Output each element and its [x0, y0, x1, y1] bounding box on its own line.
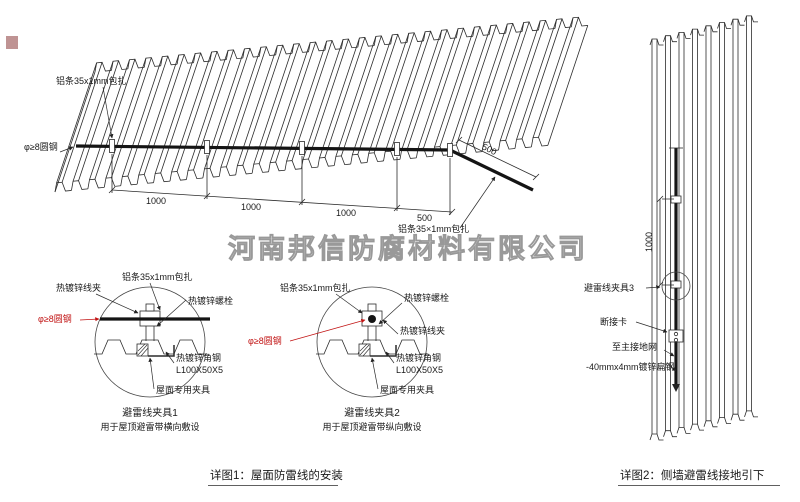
d2-roof-clamp-label: 屋面专用夹具 — [380, 384, 434, 395]
wall-clamps — [670, 195, 682, 289]
d1-roof-clamp-label: 屋面专用夹具 — [156, 384, 210, 395]
leader-line — [667, 363, 677, 372]
clamp3-detail-circle — [661, 271, 691, 301]
roof-slope-dim: 500 — [480, 142, 498, 158]
d2-strip-label: 铝条35x1mm包扎 — [280, 282, 351, 293]
wall-clamp3-label: 避雷线夹具3 — [584, 282, 634, 293]
d2-clip-label: 热镀锌线夹 — [400, 325, 445, 336]
d1-subtitle: 用于屋顶避雷带横向敷设 — [100, 421, 199, 432]
roof-round-steel-label: φ≥8圆钢 — [24, 141, 58, 152]
corner-stamp — [6, 36, 18, 49]
roof-dim-1: 1000 — [146, 196, 166, 206]
leader-line — [95, 293, 139, 314]
d2-bolt-label: 热镀锌螺栓 — [404, 292, 449, 303]
d2-subtitle: 用于屋顶避雷带纵向敷设 — [322, 421, 421, 432]
leader-line — [102, 86, 114, 139]
leader-line — [165, 351, 175, 364]
d1-title: 避雷线夹具1 — [122, 406, 178, 419]
leader-line — [149, 282, 161, 311]
roof-wire-clamps — [109, 139, 453, 157]
wall-ground-label: 至主接地网 — [612, 341, 657, 352]
d2-angle-label: 热镀锌角钢 — [396, 352, 441, 363]
leader-line — [378, 302, 403, 325]
wall-disconnect-label: 断接卡 — [600, 316, 627, 327]
leader-line — [385, 351, 395, 364]
d1-round-steel-label: φ≥8圆钢 — [38, 313, 72, 324]
leader-line — [289, 318, 366, 342]
company-watermark: 河南邦信防腐材料有限公司 — [228, 234, 588, 264]
disconnect-card-symbol — [668, 329, 684, 343]
d2-round-steel-label: φ≥8圆钢 — [248, 335, 282, 346]
d1-angle-spec-label: L100X50X5 — [176, 365, 223, 375]
roof-dim-2: 1000 — [241, 202, 261, 212]
d1-clip-label: 热镀锌线夹 — [56, 282, 101, 293]
d2-title: 避雷线夹具2 — [344, 406, 400, 419]
wire-cross-section-dot — [368, 315, 376, 323]
detail-2-view: 铝条35x1mm包扎 热镀锌螺栓 φ≥8圆钢 热镀锌线夹 热镀锌角钢 L100X… — [248, 282, 449, 432]
wall-flat-steel-label: -40mmx4mm镀锌扁钢 — [586, 361, 675, 372]
detail-1-view: 热镀锌线夹 铝条35x1mm包扎 热镀锌螺栓 φ≥8圆钢 热镀锌角钢 L100X… — [38, 271, 233, 432]
figure-captions: 详图1：屋面防雷线的安装 详图2：侧墙避雷线接地引下 — [208, 468, 780, 486]
d1-bolt-label: 热镀锌螺栓 — [188, 295, 233, 306]
leader-line — [156, 299, 187, 327]
d2-angle-spec-label: L100X50X5 — [396, 365, 443, 375]
leader-line — [335, 293, 363, 314]
figure1-caption: 详图1：屋面防雷线的安装 — [210, 468, 343, 482]
roof-dim-4: 500 — [417, 213, 432, 223]
wall-corrugated-panel — [649, 15, 759, 441]
wall-dim: 1000 — [644, 232, 654, 252]
leader-line — [370, 357, 379, 390]
leader-line — [79, 317, 100, 322]
roof-strip-label-top: 铝条35x1mm包扎 — [56, 75, 127, 86]
roof-strip-label-right: 铝条35×1mm包扎 — [398, 223, 469, 234]
leader-line — [645, 285, 661, 290]
clamp-assembly-drawing — [93, 303, 207, 357]
leader-line — [459, 176, 496, 229]
leader-line — [635, 321, 668, 333]
leader-line — [59, 146, 74, 153]
conductor-arrow-down — [672, 384, 680, 392]
figure2-caption: 详图2：侧墙避雷线接地引下 — [620, 468, 764, 482]
d1-strip-label: 铝条35x1mm包扎 — [122, 271, 193, 282]
wall-dimension — [656, 195, 674, 289]
d1-angle-label: 热镀锌角钢 — [176, 352, 221, 363]
wall-view: 1000 避雷线夹具3 断接卡 至主接地网 -40mmx4mm镀锌扁钢 — [584, 15, 759, 441]
leader-line — [663, 349, 675, 357]
leader-line — [148, 357, 155, 390]
roof-dimension-lines — [108, 136, 540, 216]
roof-dim-3: 1000 — [336, 208, 356, 218]
detail-2-circle — [316, 286, 428, 398]
roof-isometric-view: 1000 1000 1000 500 500 铝条35x1mm包扎 φ≥8圆钢 … — [24, 15, 600, 234]
roof-corrugated-sheet — [42, 15, 600, 193]
detail-1-circle — [94, 286, 206, 398]
leader-line — [382, 319, 399, 335]
